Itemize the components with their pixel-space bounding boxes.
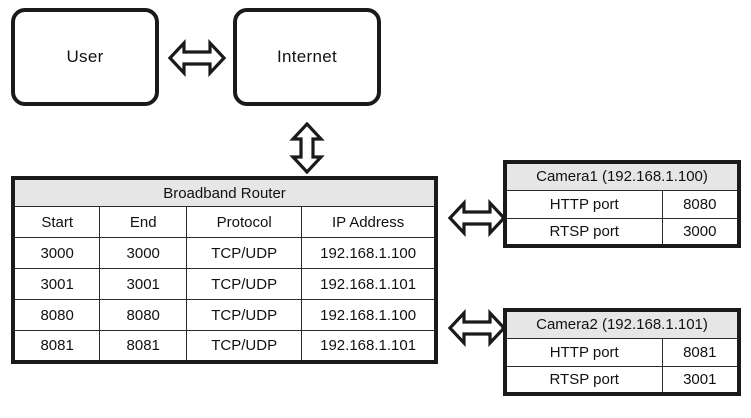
broadband-router-table: Broadband Router Start End Protocol IP A…: [11, 176, 438, 364]
table-row: 3001 3001 TCP/UDP 192.168.1.101: [12, 268, 437, 301]
router-cell-start: 3000: [12, 237, 101, 270]
table-row: 3000 3000 TCP/UDP 192.168.1.100: [12, 237, 437, 270]
router-col-header-protocol: Protocol: [186, 206, 303, 239]
double-arrow-horizontal-icon: [168, 38, 226, 78]
router-cell-protocol: TCP/UDP: [186, 237, 303, 270]
double-arrow-horizontal-icon: [448, 198, 506, 238]
router-cell-ip: 192.168.1.100: [301, 237, 437, 270]
camera2-http-port-label: HTTP port: [504, 337, 663, 367]
router-table-title: Broadband Router: [13, 178, 436, 208]
router-cell-end: 8081: [99, 330, 188, 363]
double-arrow-vertical-icon: [287, 122, 327, 174]
camera2-rtsp-port-value: 3001: [661, 365, 740, 395]
camera1-title-row: Camera1 (192.168.1.100): [505, 162, 739, 191]
router-table-title-row: Broadband Router: [13, 178, 436, 208]
node-internet-label: Internet: [276, 47, 338, 66]
router-cell-start: 8081: [12, 330, 101, 363]
router-cell-protocol: TCP/UDP: [186, 268, 303, 301]
router-cell-ip: 192.168.1.101: [301, 330, 437, 363]
camera2-rtsp-port-label: RTSP port: [504, 365, 663, 395]
camera2-title: Camera2 (192.168.1.101): [505, 310, 739, 339]
router-col-header-start: Start: [12, 206, 101, 239]
table-row: 8080 8080 TCP/UDP 192.168.1.100: [12, 299, 437, 332]
router-cell-end: 3001: [99, 268, 188, 301]
node-internet: Internet: [233, 8, 381, 106]
double-arrow-horizontal-icon: [448, 308, 506, 348]
router-cell-ip: 192.168.1.101: [301, 268, 437, 301]
table-row: RTSP port 3001: [504, 365, 740, 395]
router-cell-ip: 192.168.1.100: [301, 299, 437, 332]
table-row: HTTP port 8080: [504, 189, 740, 219]
router-cell-end: 3000: [99, 237, 188, 270]
camera2-title-row: Camera2 (192.168.1.101): [505, 310, 739, 339]
camera1-title: Camera1 (192.168.1.100): [505, 162, 739, 191]
table-row: 8081 8081 TCP/UDP 192.168.1.101: [12, 330, 437, 363]
node-user: User: [11, 8, 159, 106]
router-cell-protocol: TCP/UDP: [186, 299, 303, 332]
router-cell-protocol: TCP/UDP: [186, 330, 303, 363]
router-cell-end: 8080: [99, 299, 188, 332]
camera1-rtsp-port-label: RTSP port: [504, 217, 663, 247]
router-col-header-ip: IP Address: [301, 206, 437, 239]
camera1-http-port-value: 8080: [661, 189, 740, 219]
camera2-http-port-value: 8081: [661, 337, 740, 367]
camera2-table: Camera2 (192.168.1.101) HTTP port 8081 R…: [503, 308, 741, 396]
router-cell-start: 8080: [12, 299, 101, 332]
table-row: HTTP port 8081: [504, 337, 740, 367]
camera1-table: Camera1 (192.168.1.100) HTTP port 8080 R…: [503, 160, 741, 248]
router-table-header-row: Start End Protocol IP Address: [12, 206, 437, 239]
router-col-header-end: End: [99, 206, 188, 239]
camera1-rtsp-port-value: 3000: [661, 217, 740, 247]
camera1-http-port-label: HTTP port: [504, 189, 663, 219]
node-user-label: User: [66, 47, 104, 66]
table-row: RTSP port 3000: [504, 217, 740, 247]
router-cell-start: 3001: [12, 268, 101, 301]
